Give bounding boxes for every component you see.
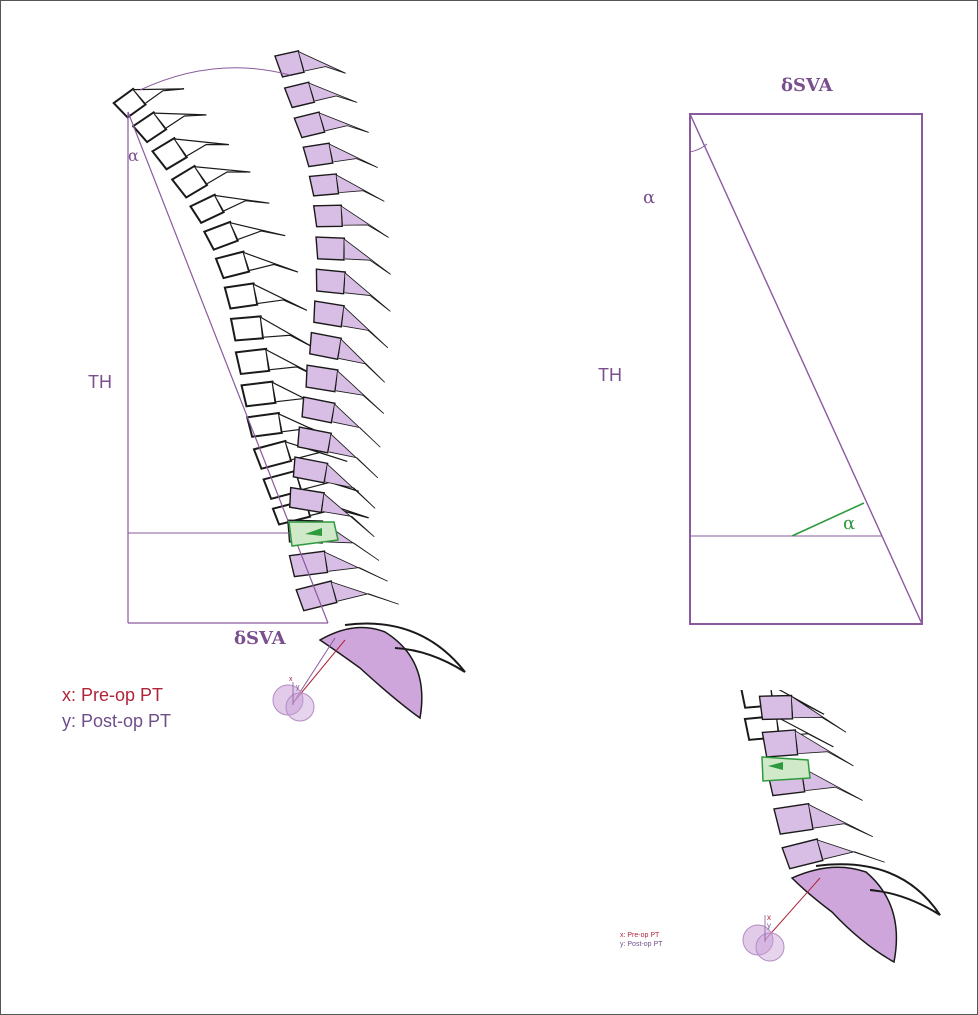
left-th-label: TH <box>88 373 112 391</box>
inset-sacrum-shape <box>792 867 896 962</box>
inset-legend-pre-op: x: Pre-op PT <box>620 932 659 939</box>
inset-pre-op-pt-line <box>765 878 820 940</box>
right-hypotenuse <box>690 114 922 624</box>
left-femoral-mark-x: x <box>289 676 293 683</box>
left-panel <box>114 37 465 721</box>
left-alpha-label: α <box>128 148 139 164</box>
legend-pre-op: x: Pre-op PT <box>62 686 163 704</box>
legend-post-op: y: Post-op PT <box>62 712 171 730</box>
sacrum-shape <box>320 628 422 719</box>
inset-femoral-mark-y: y <box>767 922 771 930</box>
femoral-head-post <box>286 693 314 721</box>
right-panel <box>690 114 922 624</box>
right-alpha-inner-label: α <box>843 515 855 533</box>
right-alpha-top-label: α <box>643 189 655 207</box>
inset-femoral-head-post <box>756 933 784 961</box>
correction-arc <box>140 68 290 90</box>
right-th-label: TH <box>598 366 622 384</box>
inset-osteotomy-wedge <box>762 757 810 781</box>
right-dsva-label: δSVA <box>781 77 833 95</box>
left-femoral-mark-y: y <box>296 684 300 691</box>
inset-post-op-spine <box>759 689 884 890</box>
inset-legend-post-op: y: Post-op PT <box>620 941 662 948</box>
left-dsva-label: δSVA <box>234 630 286 648</box>
